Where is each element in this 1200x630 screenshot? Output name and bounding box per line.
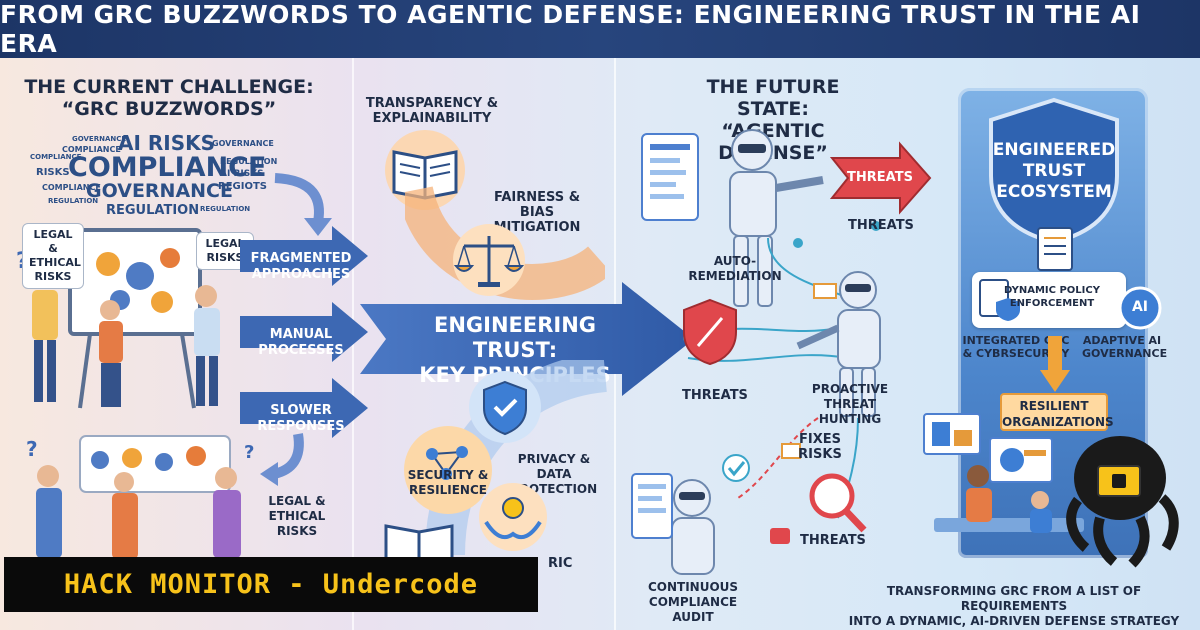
label-dynamic-policy: DYNAMIC POLICY ENFORCEMENT [1004,285,1100,309]
arrow-slower [240,378,368,438]
ai-badge-label: AI [1131,299,1149,315]
word-cloud-term: REGULATION [106,203,200,218]
label-continuous-audit: CONTINUOUS COMPLIANCE AUDIT [647,580,739,624]
word-cloud-term: REGULATION [200,205,251,213]
label-transparency: TRANSPARENCY & EXPLAINABILITY [365,96,499,126]
label-adaptive-governance: ADAPTIVE AI GOVERNANCE [1082,334,1168,360]
label-auto-remediation: AUTO-REMEDIATION [688,254,782,283]
label-integrated-grc: INTEGRATED GRC & CYBRSECURITY [962,334,1070,360]
label-proactive-hunting: PROACTIVE THREAT HUNTING [811,382,889,426]
word-cloud-term: COMPLIANCE [30,153,82,161]
arrow-manual [240,302,368,362]
center-line1: ENGINEERING TRUST: [433,313,597,362]
label-threats-3: THREATS [800,533,866,548]
word-cloud-term: REGULATION [220,157,278,166]
right-heading-line1: THE FUTURE STATE: [706,76,840,120]
whiteboard-scene: ? [16,228,220,409]
label-security: SECURITY & RESILIENCE [407,468,489,497]
word-cloud-term: REGIOTS [218,181,267,192]
left-panel-heading: THE CURRENT CHALLENGE: “GRC BUZZWORDS” [24,76,314,120]
footer-caption: TRANSFORMING GRC FROM A LIST OF REQUIREM… [848,584,1180,628]
word-cloud-term: GOVERNANCE [72,135,127,143]
label-threats-2: THREATS [682,388,748,403]
word-cloud-term: AI RISKS [118,131,216,155]
ai-badge-icon [1118,286,1162,330]
arrow-label-slower: SLOWER RESPONSES [257,403,345,434]
agentic-defense-scene [631,129,932,575]
label-partial-ric: RIC [548,556,573,571]
arrow-label-manual: MANUAL PROCESSES [258,327,344,358]
down-arrow-icon [1040,336,1070,392]
hands-lightbulb-icon [479,483,547,551]
scales-icon [453,224,525,296]
left-heading-line1: THE CURRENT CHALLENGE: [24,76,314,98]
word-cloud-term: RISKS [36,167,70,178]
label-legal-ethical-risks-bottom: LEGAL & ETHICAL RISKS [268,494,326,538]
curved-back-arrow-icon [260,433,304,486]
word-cloud-term: COMPLIANCE [42,183,101,192]
bubble-legal-ethical-risks-top: LEGAL & ETHICAL RISKS [22,223,84,289]
confused-team-scene: ? ? [26,435,254,559]
engineering-trust-arrow [360,282,694,396]
page-title: FROM GRC BUZZWORDS TO AGENTIC DEFENSE: E… [0,0,1141,58]
word-cloud-term: COMPLIANCE [62,145,121,154]
resilient-organizations-box: RESILIENT ORGANIZATIONS [1000,393,1114,431]
word-cloud-term: REGULATION [48,197,99,205]
svg-text:?: ? [244,442,254,463]
network-nodes-icon [404,426,492,514]
word-cloud-term: COMPLIANCE [68,152,267,183]
word-cloud-term: GOVERNANCE [212,139,274,148]
operations-center-scene [923,413,1179,568]
checklist-shield-icon [979,279,1020,321]
open-book-icon [385,130,465,210]
label-threats-1: THREATS [848,218,914,233]
shield-check-icon [469,371,541,443]
document-icon [1037,227,1073,271]
word-cloud-term: AI RISKS [220,169,264,179]
threats-arrow-label: THREATS [847,170,913,185]
challenge-arrows [240,226,368,438]
title-banner: FROM GRC BUZZWORDS TO AGENTIC DEFENSE: E… [0,0,1200,58]
hack-monitor-watermark: HACK MONITOR - Undercode [4,557,538,612]
arrow-label-fragmented: FRAGMENTED APPROACHES [250,251,352,282]
watermark-text: HACK MONITOR - Undercode [63,569,479,600]
svg-text:?: ? [26,437,38,461]
word-cloud-term: GOVERNANCE [86,180,233,202]
dynamic-policy-card: DYNAMIC POLICY ENFORCEMENT [972,272,1126,328]
left-heading-line2: “GRC BUZZWORDS” [61,98,277,120]
curved-down-arrow-icon [274,173,332,236]
label-fixes-risks: FIXES RISKS [798,432,842,462]
label-fairness: FAIRNESS & BIAS MITIGATION [493,190,581,235]
ecosystem-title: ENGINEERED TRUST ECOSYSTEM [992,140,1116,202]
arrow-fragmented [240,226,368,286]
